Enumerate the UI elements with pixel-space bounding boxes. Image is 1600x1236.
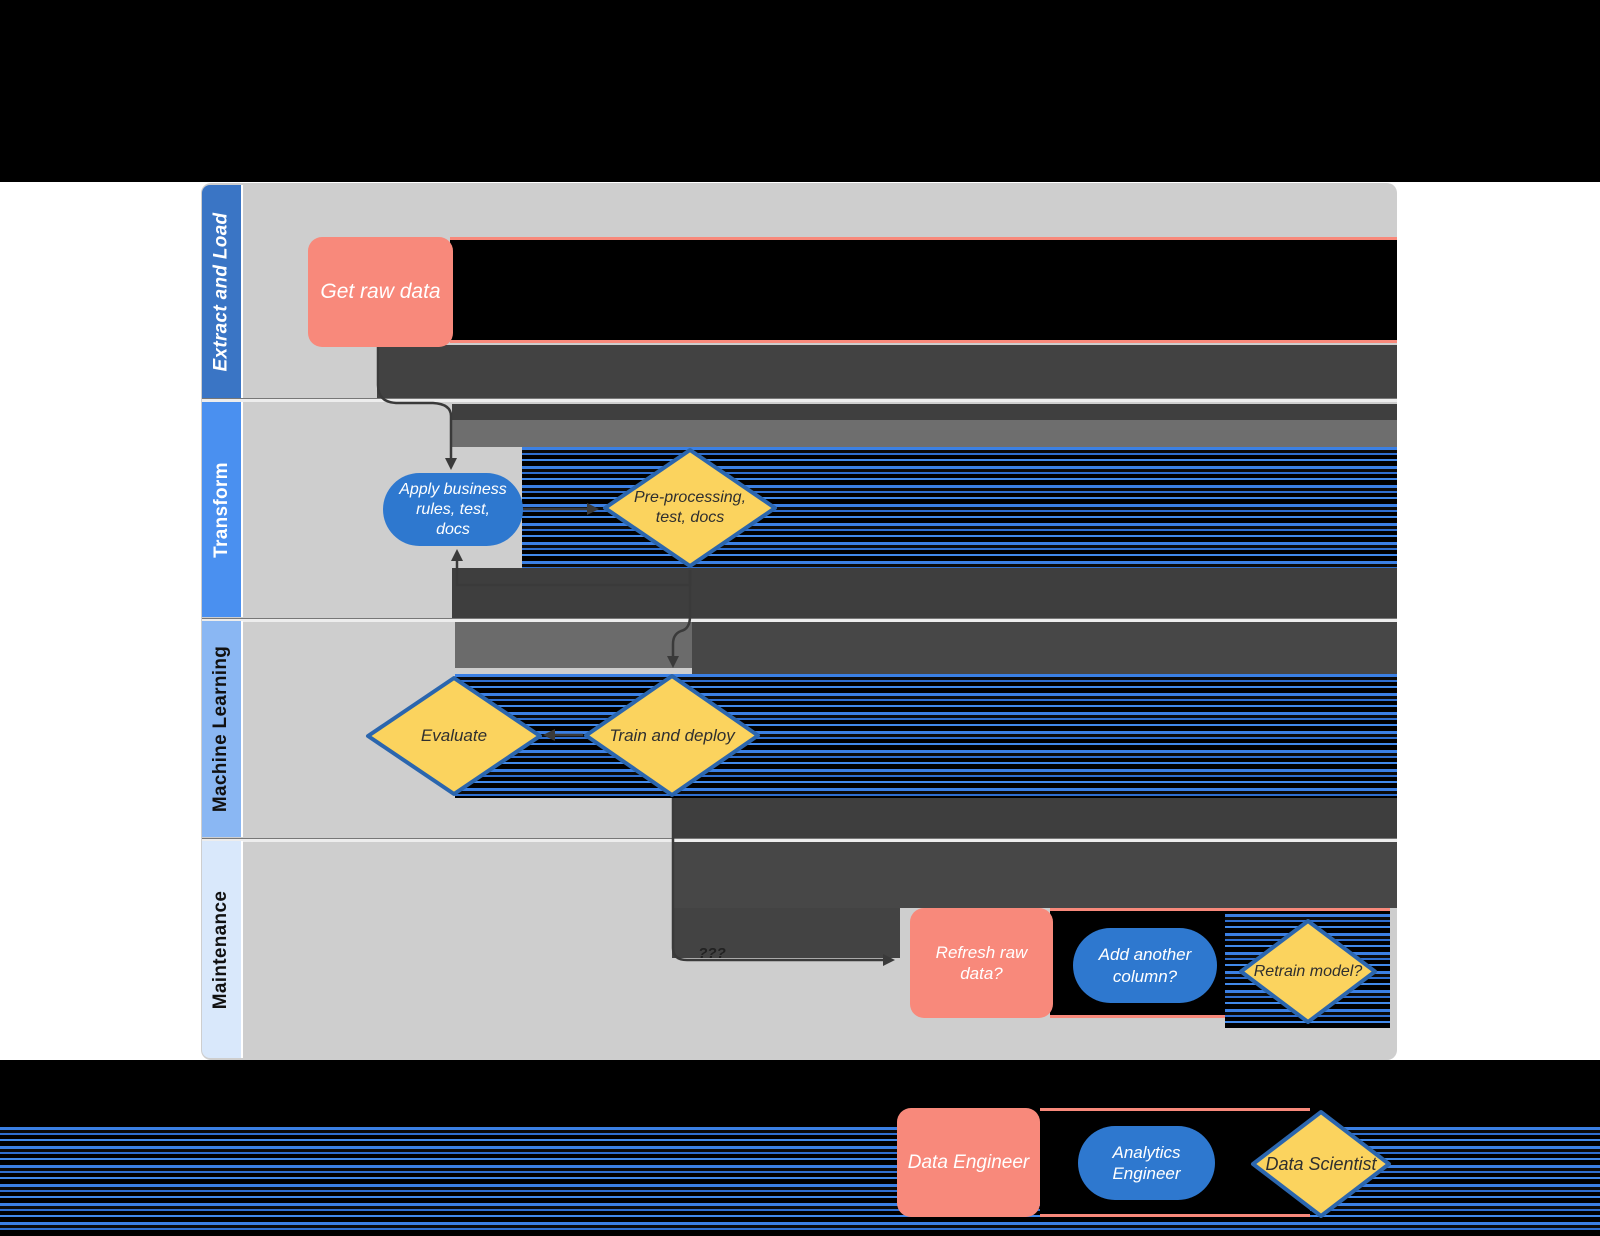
lane-header-maintenance[interactable]: Maintenance xyxy=(202,841,243,1058)
node-label: Retrain model? xyxy=(1253,962,1363,980)
ml-shadow-band-3 xyxy=(672,798,1397,839)
node-evaluate[interactable]: Evaluate xyxy=(365,675,543,797)
legend-data-scientist[interactable]: Data Scientist xyxy=(1250,1109,1392,1219)
lane-label: Maintenance xyxy=(210,890,232,1009)
lane-header-extract-and-load[interactable]: Extract and Load xyxy=(202,185,243,398)
lane-divider-1 xyxy=(202,398,1397,402)
node-label: Get raw data xyxy=(320,279,441,303)
node-label: Add another column? xyxy=(1098,945,1192,986)
node-label: Apply business rules, test, docs xyxy=(399,480,507,538)
transform-shadow-band-2 xyxy=(452,420,1397,447)
node-retrain-model[interactable]: Retrain model? xyxy=(1238,918,1378,1025)
lane-header-transform[interactable]: Transform xyxy=(202,402,243,617)
legend-label: Analytics Engineer xyxy=(1112,1142,1181,1183)
node-label: Refresh raw data? xyxy=(935,942,1028,983)
lane-divider-3 xyxy=(202,838,1397,842)
extract-row-band-artifact xyxy=(450,237,1397,343)
diamond-shape xyxy=(366,676,542,796)
node-pre-processing[interactable]: Pre-processing, test, docs xyxy=(602,447,778,569)
top-letterbox xyxy=(0,0,1600,182)
lane-divider-2 xyxy=(202,618,1397,622)
transform-shadow-band-1 xyxy=(452,404,1397,420)
lane-label: Transform xyxy=(210,461,232,558)
node-get-raw-data[interactable]: Get raw data xyxy=(308,237,453,347)
diamond-shape xyxy=(1251,1110,1391,1218)
edge-label-questions: ??? xyxy=(698,945,726,962)
node-apply-business-rules[interactable]: Apply business rules, test, docs xyxy=(383,473,523,546)
node-label: Evaluate xyxy=(420,726,488,746)
legend-data-engineer[interactable]: Data Engineer xyxy=(897,1108,1040,1217)
legend-analytics-engineer[interactable]: Analytics Engineer xyxy=(1078,1126,1215,1200)
extract-shadow-band xyxy=(377,345,1397,402)
transform-shadow-band-3 xyxy=(452,568,1397,618)
node-refresh-raw-data[interactable]: Refresh raw data? xyxy=(910,908,1053,1018)
node-label: Train and deploy xyxy=(609,725,735,745)
node-add-another-column[interactable]: Add another column? xyxy=(1073,928,1217,1003)
lane-header-machine-learning[interactable]: Machine Learning xyxy=(202,621,243,837)
maintenance-shadow-band-1 xyxy=(672,841,1397,908)
diamond-shape xyxy=(1239,919,1377,1024)
ml-shadow-band-1 xyxy=(455,622,692,668)
legend-label: Data Scientist xyxy=(1265,1153,1377,1174)
legend-label: Data Engineer xyxy=(907,1151,1030,1173)
diamond-shape xyxy=(584,674,760,797)
node-label: Pre-processing, test, docs xyxy=(633,489,747,526)
node-train-and-deploy[interactable]: Train and deploy xyxy=(583,673,761,798)
lane-label: Machine Learning xyxy=(210,645,232,813)
lane-label: Extract and Load xyxy=(210,212,232,371)
ml-shadow-band-2 xyxy=(692,622,1397,674)
